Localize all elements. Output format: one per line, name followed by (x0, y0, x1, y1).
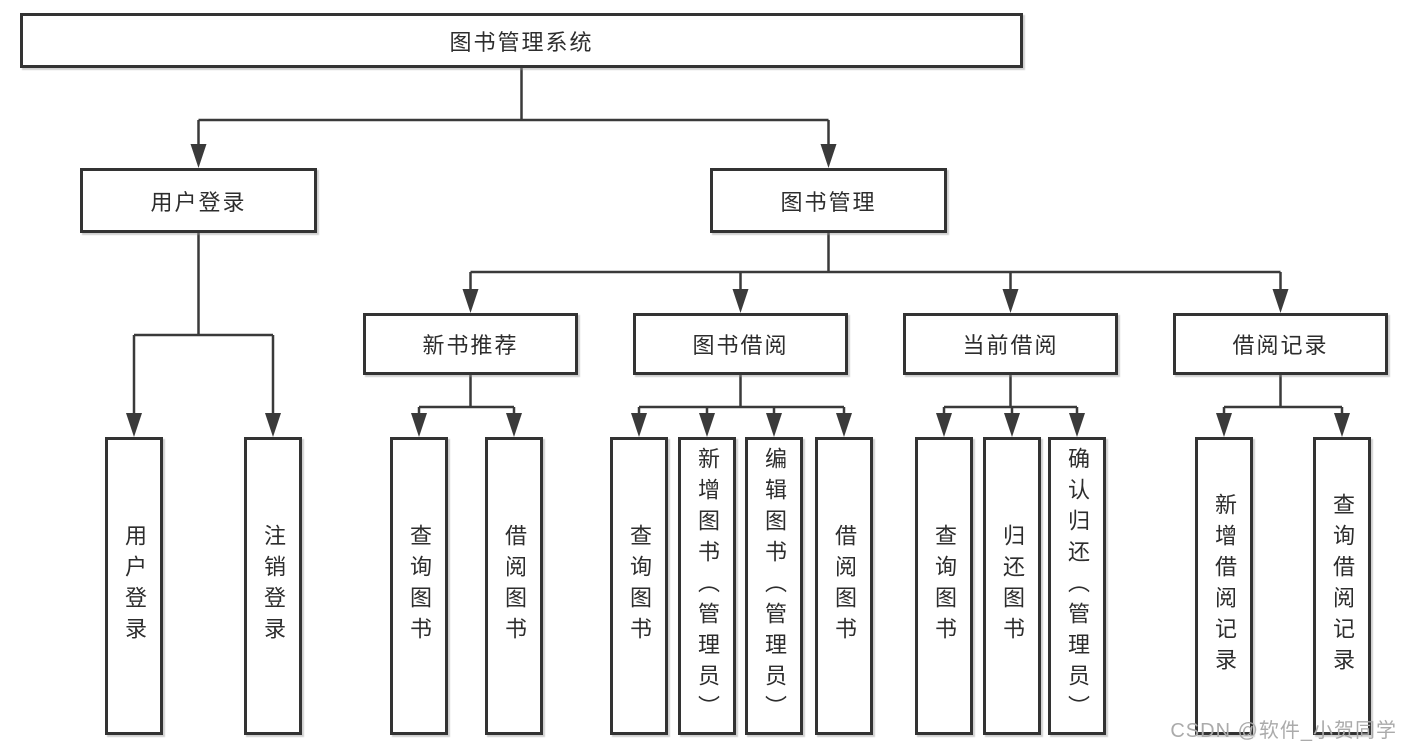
connector-user-login-to-leaves (132, 233, 275, 417)
node-user-login-branch: 用户登录 (80, 168, 317, 233)
connector-book-mgmt-to-level3 (469, 233, 1282, 293)
node-book-borrowing-label: 图书借阅 (692, 333, 789, 358)
arrowheads (126, 144, 1350, 437)
connector-root-to-level2 (197, 68, 830, 148)
node-book-management-branch: 图书管理 (710, 168, 947, 233)
leaf-query-books-current-label: 查询图书 (932, 524, 957, 648)
leaf-query-books-current: 查询图书 (915, 437, 973, 735)
node-user-login-branch-label: 用户登录 (150, 189, 247, 215)
leaf-query-books-borrowing: 查询图书 (610, 437, 668, 735)
node-book-borrowing: 图书借阅 (633, 313, 848, 375)
node-book-management-branch-label: 图书管理 (780, 189, 877, 215)
node-new-book-recommend-label: 新书推荐 (422, 333, 519, 358)
watermark: CSDN @软件_小贺同学 (1170, 720, 1397, 742)
leaf-query-borrow-record: 查询借阅记录 (1313, 437, 1371, 735)
node-new-book-recommend: 新书推荐 (363, 313, 578, 375)
leaf-borrow-books: 借阅图书 (815, 437, 873, 735)
node-system-root-label: 图书管理系统 (449, 29, 594, 55)
leaf-edit-books-admin-label: 编辑图书（管理员） (762, 446, 787, 726)
leaf-confirm-return-admin-label: 确认归还（管理员） (1065, 446, 1090, 726)
leaf-confirm-return-admin: 确认归还（管理员） (1048, 437, 1106, 735)
leaf-borrow-books-label: 借阅图书 (832, 524, 857, 648)
leaf-query-books-recommend: 查询图书 (390, 437, 448, 735)
leaf-add-borrow-record: 新增借阅记录 (1195, 437, 1253, 735)
connector-records-to-leaves (1222, 375, 1344, 417)
leaf-logout-label: 注销登录 (261, 524, 286, 648)
connector-borrowing-to-leaves (637, 375, 846, 417)
leaf-borrow-books-recommend: 借阅图书 (485, 437, 543, 735)
leaf-query-books-recommend-label: 查询图书 (407, 524, 432, 648)
leaf-add-books-admin: 新增图书（管理员） (678, 437, 736, 735)
leaf-query-borrow-record-label: 查询借阅记录 (1330, 493, 1355, 679)
leaf-query-books-borrowing-label: 查询图书 (627, 524, 652, 648)
connector-current-to-leaves (942, 375, 1079, 417)
node-borrowing-records: 借阅记录 (1173, 313, 1388, 375)
leaf-borrow-books-recommend-label: 借阅图书 (502, 524, 527, 648)
connector-new-books-to-leaves (417, 375, 516, 417)
node-current-borrowing: 当前借阅 (903, 313, 1118, 375)
leaf-user-login: 用户登录 (105, 437, 163, 735)
leaf-return-books: 归还图书 (983, 437, 1041, 735)
node-borrowing-records-label: 借阅记录 (1232, 333, 1329, 358)
node-system-root: 图书管理系统 (20, 13, 1023, 68)
node-current-borrowing-label: 当前借阅 (962, 333, 1059, 358)
leaf-add-borrow-record-label: 新增借阅记录 (1212, 493, 1237, 679)
leaf-user-login-label: 用户登录 (122, 524, 147, 648)
leaf-edit-books-admin: 编辑图书（管理员） (745, 437, 803, 735)
leaf-logout: 注销登录 (244, 437, 302, 735)
leaf-add-books-admin-label: 新增图书（管理员） (695, 446, 720, 726)
leaf-return-books-label: 归还图书 (1000, 524, 1025, 648)
